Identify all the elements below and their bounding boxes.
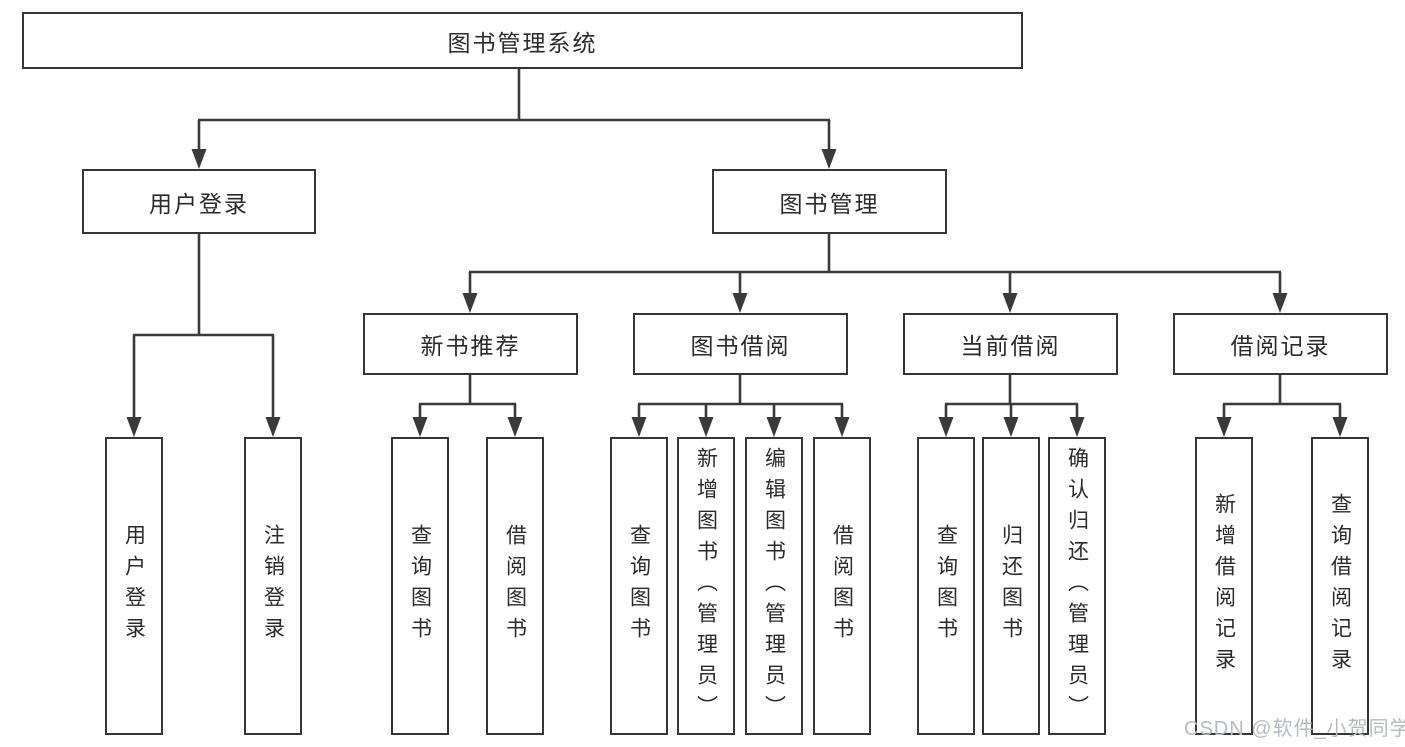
- node-leaf-borrow-books: 借阅图书: [813, 437, 871, 735]
- node-leaf-query-books-recommend: 查询图书: [391, 437, 449, 735]
- node-leaf-edit-book-admin: 编辑图书（管理员）: [745, 437, 803, 735]
- node-borrow-records: 借阅记录: [1173, 313, 1388, 375]
- node-leaf-query-books-current: 查询图书: [917, 437, 975, 735]
- node-leaf-borrow-books-recommend: 借阅图书: [486, 437, 544, 735]
- node-leaf-add-borrow-record: 新增借阅记录: [1195, 437, 1253, 735]
- node-leaf-query-borrow-record: 查询借阅记录: [1311, 437, 1369, 735]
- node-new-book-recommend: 新书推荐: [363, 313, 578, 375]
- node-book-borrowing: 图书借阅: [633, 313, 848, 375]
- node-book-management-branch: 图书管理: [712, 169, 947, 234]
- csdn-watermark: CSDN @软件_小贺同学: [1184, 718, 1405, 740]
- node-root-library-system: 图书管理系统: [22, 12, 1023, 69]
- node-current-borrowing: 当前借阅: [903, 313, 1118, 375]
- node-leaf-logout: 注销登录: [244, 437, 302, 735]
- node-leaf-confirm-return-admin: 确认归还（管理员）: [1048, 437, 1106, 735]
- node-leaf-user-login: 用户登录: [105, 437, 163, 735]
- node-leaf-query-books-borrowing: 查询图书: [610, 437, 668, 735]
- node-user-login-branch: 用户登录: [82, 169, 316, 234]
- node-leaf-return-book: 归还图书: [982, 437, 1040, 735]
- node-leaf-add-book-admin: 新增图书（管理员）: [677, 437, 735, 735]
